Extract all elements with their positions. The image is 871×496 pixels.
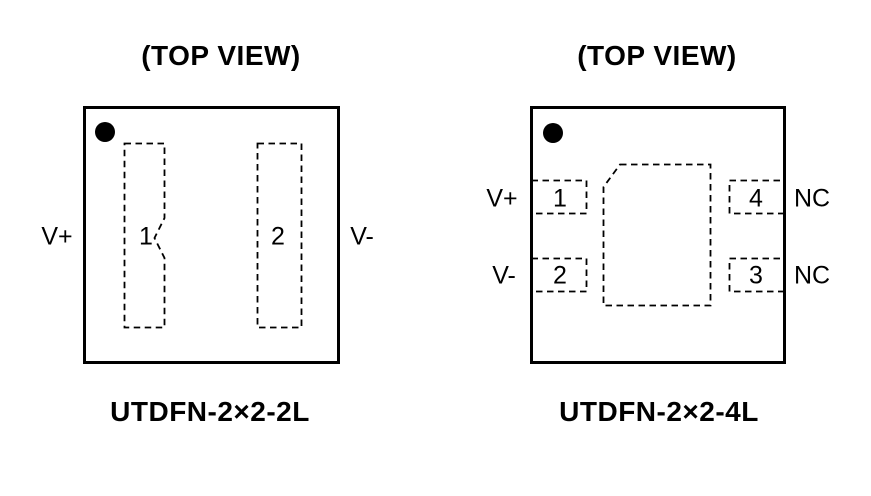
left-pad-2-outline bbox=[256, 142, 303, 329]
left-pin2-signal-label: V- bbox=[350, 222, 374, 251]
right-package-name: UTDFN-2×2-4L bbox=[559, 396, 759, 427]
left-pad-1-outline bbox=[123, 142, 166, 329]
right-top-view-title: (TOP VIEW) bbox=[577, 40, 737, 71]
right-pin1-number: 1 bbox=[553, 184, 567, 213]
right-pad-3-outline bbox=[728, 257, 786, 293]
right-pin4-signal-label: NC bbox=[793, 184, 831, 213]
left-package-name: UTDFN-2×2-2L bbox=[110, 396, 310, 427]
right-pin3-number: 3 bbox=[749, 261, 763, 290]
left-pin1-number: 1 bbox=[139, 222, 153, 251]
left-pin1-signal-label: V+ bbox=[41, 222, 73, 251]
right-package-outline bbox=[530, 106, 786, 364]
right-pin4-number: 4 bbox=[749, 184, 763, 213]
right-pad-1-outline bbox=[530, 179, 588, 215]
right-pin3-signal-label: NC bbox=[793, 261, 831, 290]
right-pin1-signal-label: V+ bbox=[486, 184, 518, 213]
right-pad-4-outline bbox=[728, 179, 786, 215]
left-pin2-number: 2 bbox=[271, 222, 285, 251]
right-pad-2-outline bbox=[530, 257, 588, 293]
right-pin2-signal-label: V- bbox=[492, 261, 516, 290]
right-pin1-indicator-dot-icon bbox=[543, 123, 563, 143]
left-package-outline bbox=[83, 106, 340, 364]
right-pin2-number: 2 bbox=[553, 261, 567, 290]
left-top-view-title: (TOP VIEW) bbox=[141, 40, 301, 71]
right-center-pad-outline bbox=[602, 163, 712, 307]
left-pin1-indicator-dot-icon bbox=[95, 122, 115, 142]
